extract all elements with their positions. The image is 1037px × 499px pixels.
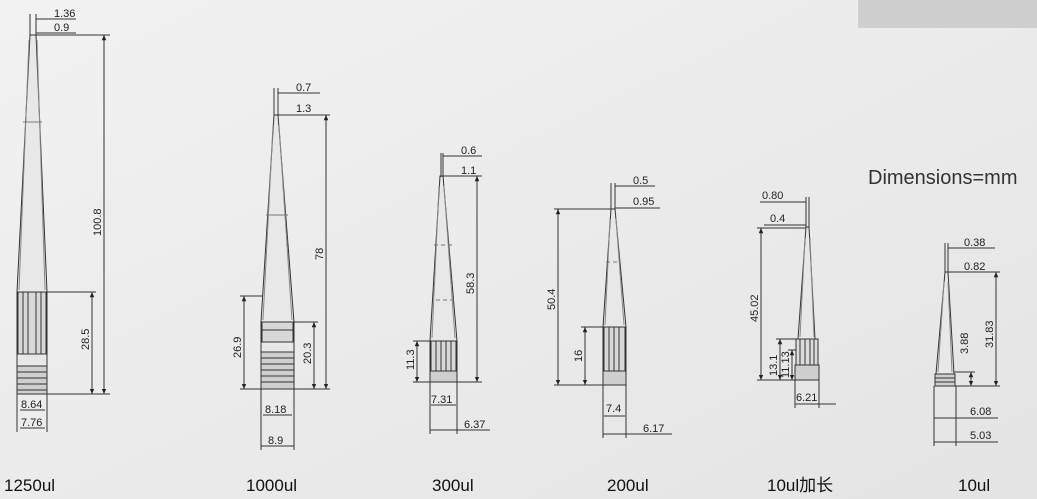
dim-1250-a: 1.36 xyxy=(54,8,75,20)
tip-1250ul xyxy=(17,14,110,432)
dim-200-e: 7.4 xyxy=(606,403,621,415)
corner-overlay xyxy=(858,0,1037,28)
tip-10ul-long xyxy=(757,197,836,408)
dim-1250-c: 100.8 xyxy=(92,208,104,236)
caption-10ul-long: 10ul加长 xyxy=(767,476,833,495)
dim-1000-b: 1.3 xyxy=(296,103,311,115)
dim-200-d: 16 xyxy=(573,350,585,362)
dim-10-e: 6.08 xyxy=(970,406,991,418)
dim-1000-d: 26.9 xyxy=(232,337,244,358)
caption-1000ul: 1000ul xyxy=(246,476,297,495)
dim-300-a: 0.6 xyxy=(461,145,476,157)
dim-1000-e: 20.3 xyxy=(302,343,314,364)
tip-10ul xyxy=(934,243,1000,446)
dim-10-d: 3.88 xyxy=(959,333,971,354)
dim-300-f: 6.37 xyxy=(464,419,485,431)
caption-300ul: 300ul xyxy=(432,476,474,495)
dim-1250-e: 8.64 xyxy=(21,399,42,411)
dim-1000-g: 8.9 xyxy=(268,435,283,447)
dim-10long-e: 11.13 xyxy=(780,351,792,378)
caption-200ul: 200ul xyxy=(607,476,649,495)
tip-300ul xyxy=(413,153,490,434)
dim-300-d: 11.3 xyxy=(405,349,417,370)
dim-10long-a: 0.80 xyxy=(762,190,783,202)
dim-1000-c: 78 xyxy=(314,248,326,260)
dim-300-e: 7.31 xyxy=(431,394,452,406)
dim-300-c: 58.3 xyxy=(465,273,477,294)
dim-300-b: 1.1 xyxy=(461,165,476,177)
dim-200-f: 6.17 xyxy=(643,423,664,435)
caption-1250ul: 1250ul xyxy=(4,476,55,495)
dim-1250-d: 28.5 xyxy=(80,329,92,350)
dim-10long-d: 13.1 xyxy=(768,355,780,376)
dim-10-b: 0.82 xyxy=(964,261,985,273)
dim-1000-f: 8.18 xyxy=(265,404,286,416)
dim-10-c: 31.83 xyxy=(984,320,996,348)
dim-200-a: 0.5 xyxy=(633,175,648,187)
dim-1250-b: 0.9 xyxy=(54,22,69,34)
dim-10-a: 0.38 xyxy=(964,237,985,249)
caption-10ul: 10ul xyxy=(958,476,990,495)
tip-200ul xyxy=(554,183,672,438)
units-note: Dimensions=mm xyxy=(868,167,1017,189)
dim-1250-f: 7.76 xyxy=(21,417,42,429)
tip-1000ul xyxy=(240,88,330,450)
dim-200-c: 50.4 xyxy=(546,289,558,310)
dim-10-f: 5.03 xyxy=(970,430,991,442)
dim-10long-b: 0.4 xyxy=(770,213,785,225)
dim-10long-f: 6.21 xyxy=(796,392,817,404)
dim-200-b: 0.95 xyxy=(633,196,654,208)
dim-10long-c: 45.02 xyxy=(749,294,761,322)
dim-1000-a: 0.7 xyxy=(296,82,311,94)
